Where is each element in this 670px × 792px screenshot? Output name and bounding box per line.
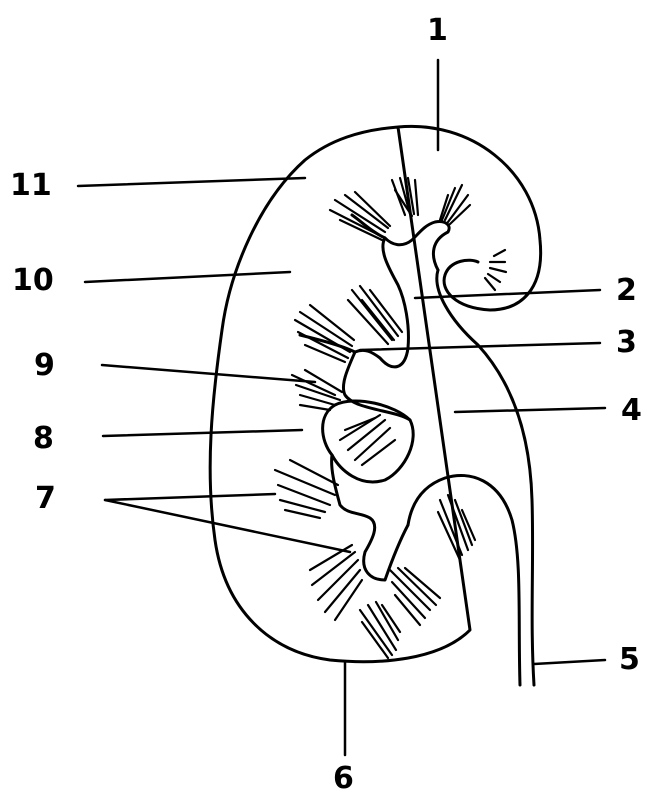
leader-9 <box>102 365 315 382</box>
label-9: 9 <box>34 348 55 383</box>
pyramid-near-7-upper <box>275 460 338 518</box>
label-1: 1 <box>427 13 448 48</box>
pyramid-bottom <box>360 602 400 658</box>
pyramid-upper-left <box>330 192 390 240</box>
label-11: 11 <box>10 168 52 203</box>
leader-4 <box>455 408 605 412</box>
leader-11 <box>78 178 305 186</box>
label-3: 3 <box>616 325 637 360</box>
pyramid-lower-right-2 <box>390 568 440 625</box>
label-10: 10 <box>12 263 54 298</box>
label-5: 5 <box>619 642 640 677</box>
leader-5 <box>534 660 605 664</box>
pyramid-near-7-lower <box>310 545 362 620</box>
label-7: 7 <box>35 481 56 516</box>
papilla-middle <box>323 401 410 455</box>
leader-7a <box>105 494 275 500</box>
pyramid-papilla-small <box>485 250 506 290</box>
label-8: 8 <box>33 421 54 456</box>
leader-2 <box>415 290 600 298</box>
leader-10 <box>85 272 290 282</box>
label-4: 4 <box>621 393 642 428</box>
label-6: 6 <box>333 761 354 792</box>
leader-8 <box>103 430 302 436</box>
pyramid-near-9 <box>292 370 342 410</box>
label-2: 2 <box>616 273 637 308</box>
kidney-outline <box>210 126 540 661</box>
pyramid-middle-upper <box>348 286 402 344</box>
pyramid-top-2 <box>440 185 470 224</box>
pyramid-middle-left <box>295 305 354 362</box>
pyramid-inner-8 <box>340 415 395 465</box>
